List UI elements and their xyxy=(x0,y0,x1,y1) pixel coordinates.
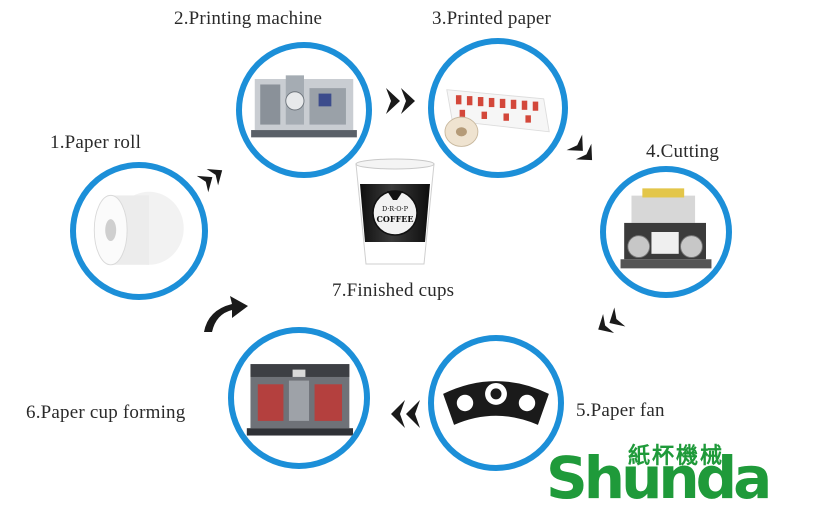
double-chevron-icon xyxy=(386,88,415,114)
step-label-cutting: 4.Cutting xyxy=(646,141,720,162)
finished-cup-image: D·R·O·P COFFEE xyxy=(355,158,435,265)
brand-latin-text: Shunda xyxy=(546,444,772,512)
paper-roll-circle xyxy=(70,162,208,300)
step-label-printing-machine: 2.Printing machine xyxy=(174,8,323,29)
double-chevron-icon xyxy=(598,307,626,334)
paper-roll-image xyxy=(93,191,184,266)
double-chevron-icon xyxy=(196,168,223,193)
cup-brand-text: D·R·O·P xyxy=(382,205,409,213)
paper-fan-circle xyxy=(428,335,564,471)
cutting-machine-image xyxy=(620,188,712,269)
printed-paper-circle xyxy=(428,38,568,178)
curved-arrow-icon xyxy=(204,296,248,332)
cup-word-text: COFFEE xyxy=(377,214,414,224)
finished-cup: D·R·O·P COFFEE xyxy=(352,156,438,270)
step-label-paper-fan: 5.Paper fan xyxy=(576,400,665,421)
paper-fan-image xyxy=(443,381,549,425)
brand-chinese-text: 紙杯機械 xyxy=(628,444,725,469)
step-label-paper-cup-forming: 6.Paper cup forming xyxy=(26,402,186,423)
double-chevron-icon xyxy=(566,134,593,161)
cup-forming-machine-image xyxy=(246,364,354,436)
step-label-paper-roll: 1.Paper roll xyxy=(50,132,142,153)
step-label-finished-cups: 7.Finished cups xyxy=(332,280,455,301)
step-label-printed-paper: 3.Printed paper xyxy=(432,8,552,29)
printing-machine-circle xyxy=(236,42,372,178)
double-chevron-icon xyxy=(391,400,420,428)
printing-machine-image xyxy=(251,75,357,138)
shunda-logo: 紙杯機械 Shunda xyxy=(546,438,772,514)
cup-forming-machine-circle xyxy=(228,327,370,469)
cutting-machine-circle xyxy=(600,166,732,298)
printed-paper-image xyxy=(444,89,550,147)
